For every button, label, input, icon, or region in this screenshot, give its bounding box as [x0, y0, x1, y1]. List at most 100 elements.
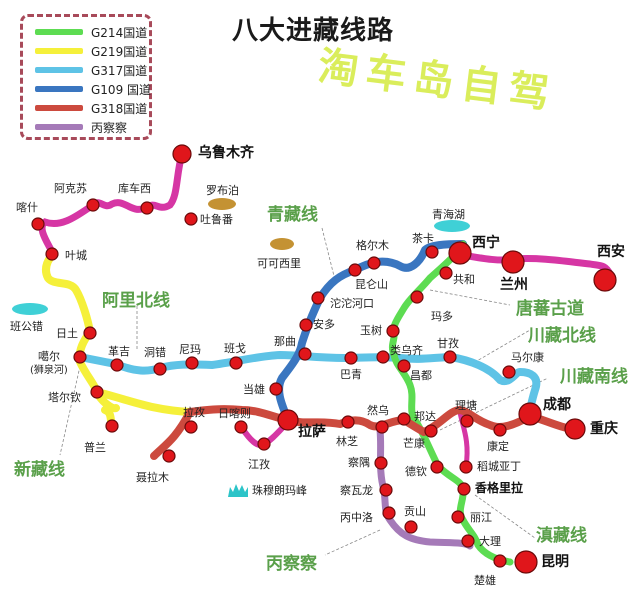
city-label-lasa: 拉萨 [298, 424, 326, 440]
station-ritu[interactable] [83, 326, 97, 340]
legend-item-g317: G317国道 [35, 61, 147, 79]
station-geermu[interactable] [367, 256, 381, 270]
city-label-naqu: 那曲 [274, 335, 296, 348]
station-chongqing[interactable] [564, 418, 586, 440]
station-maduo[interactable] [410, 290, 424, 304]
station-daochengyading[interactable] [459, 460, 473, 474]
station-lanzhou[interactable] [501, 250, 525, 274]
station-deqin[interactable] [430, 460, 444, 474]
city-label-yecheng: 叶城 [65, 249, 87, 262]
station-jiangzi[interactable] [257, 437, 271, 451]
route-g214 [388, 240, 514, 566]
station-naqu[interactable] [298, 347, 312, 361]
station-chaka[interactable] [425, 245, 439, 259]
city-label-ranwu: 然乌 [367, 404, 389, 417]
route-name-bingchacha: 丙察察 [266, 554, 317, 574]
legend-item-g318: G318国道 [35, 99, 147, 117]
station-baqing[interactable] [344, 351, 358, 365]
station-kunlunshan[interactable] [348, 263, 362, 277]
legend-swatch-g318 [35, 105, 83, 111]
station-chuxiong[interactable] [493, 554, 507, 568]
station-nielamu[interactable] [162, 449, 176, 463]
lake-qinghaihu [434, 220, 470, 232]
station-kashi[interactable] [31, 217, 45, 231]
station-dangxiong[interactable] [269, 382, 283, 396]
city-label-ganzi: 甘孜 [437, 337, 459, 350]
station-litang[interactable] [460, 414, 474, 428]
station-kangding[interactable] [493, 423, 507, 437]
station-tuotuoheko[interactable] [311, 291, 325, 305]
city-label-linzhi: 林芝 [336, 435, 358, 448]
station-anduo[interactable] [299, 318, 313, 332]
city-label-leiwuqi: 类乌齐 [390, 344, 423, 357]
city-label-anduo: 安多 [313, 318, 335, 331]
station-leiwuqi[interactable] [376, 350, 390, 364]
city-label-bangda: 邦达 [414, 410, 436, 423]
route-name-chuanzangbei: 川藏北线 [528, 326, 596, 346]
city-label-kashi: 喀什 [16, 201, 38, 214]
station-xining[interactable] [448, 241, 472, 265]
station-lasa[interactable] [277, 409, 299, 431]
station-chengdu[interactable] [518, 402, 542, 426]
station-mangkang[interactable] [424, 424, 438, 438]
city-label-kangding: 康定 [487, 440, 509, 453]
city-label-deqin: 德钦 [405, 465, 427, 478]
city-label-dangxiong: 当雄 [243, 383, 265, 396]
station-chawa[interactable] [374, 456, 388, 470]
station-akesu[interactable] [86, 198, 100, 212]
route-name-tangfan: 唐蕃古道 [516, 299, 584, 319]
station-gonghe[interactable] [439, 266, 453, 280]
station-pulan[interactable] [105, 419, 119, 433]
legend: G214国道 G219国道 G317国道 G109 国道 G318国道 丙察察 [20, 14, 152, 140]
station-xianggelila[interactable] [457, 482, 471, 496]
station-linzhi[interactable] [341, 415, 355, 429]
station-changdu[interactable] [397, 359, 411, 373]
station-dali[interactable] [461, 534, 475, 548]
peak-label: 珠穆朗玛峰 [252, 484, 307, 497]
city-label-chengdu: 成都 [543, 397, 571, 413]
station-bingzhongluo[interactable] [382, 506, 396, 520]
legend-label: G219国道 [91, 44, 148, 59]
station-gongshan[interactable] [404, 520, 418, 534]
lake-label-bangongcuo: 班公错 [10, 320, 43, 333]
city-label-gaer-sub: (狮泉河) [30, 365, 68, 376]
station-kuchexi[interactable] [140, 201, 154, 215]
station-chawalong[interactable] [379, 483, 393, 497]
station-xian[interactable] [593, 268, 617, 292]
station-geji[interactable] [110, 358, 124, 372]
station-rikaze[interactable] [234, 420, 248, 434]
station-dongcuo[interactable] [153, 362, 167, 376]
station-ranwu[interactable] [375, 420, 389, 434]
station-bange[interactable] [229, 356, 243, 370]
city-label-geermu: 格尔木 [356, 239, 389, 252]
station-ganzi[interactable] [443, 350, 457, 364]
route-name-dianzang: 滇藏线 [536, 526, 587, 546]
route-name-xinzang: 新藏线 [14, 460, 65, 480]
legend-item-g109: G109 国道 [35, 80, 151, 98]
city-label-xining: 西宁 [472, 235, 500, 251]
station-lijiang[interactable] [451, 510, 465, 524]
station-nima[interactable] [185, 356, 199, 370]
station-yushu[interactable] [386, 324, 400, 338]
city-label-lijiang: 丽江 [470, 511, 492, 524]
city-label-gongshan: 贡山 [404, 505, 426, 518]
station-wulumuqi[interactable] [172, 144, 192, 164]
station-taerqin[interactable] [90, 385, 104, 399]
legend-label: G214国道 [91, 25, 148, 40]
city-label-xian: 西安 [597, 244, 625, 260]
route-daocheng [457, 409, 470, 469]
station-lazi[interactable] [184, 420, 198, 434]
station-yecheng[interactable] [45, 247, 59, 261]
legend-item-g219: G219国道 [35, 42, 147, 60]
city-label-taerqin: 塔尔钦 [48, 391, 81, 404]
city-label-mangkang: 芒康 [403, 437, 425, 450]
station-kunming[interactable] [514, 550, 538, 574]
station-tulufan[interactable] [184, 212, 198, 226]
route-bingchacha [376, 426, 474, 550]
station-bangda[interactable] [397, 412, 411, 426]
legend-swatch-g219 [35, 48, 83, 54]
station-gaer[interactable] [73, 350, 87, 364]
legend-swatch-g109 [35, 86, 83, 92]
city-label-xianggelila: 香格里拉 [475, 481, 524, 495]
station-maerkang[interactable] [502, 365, 516, 379]
